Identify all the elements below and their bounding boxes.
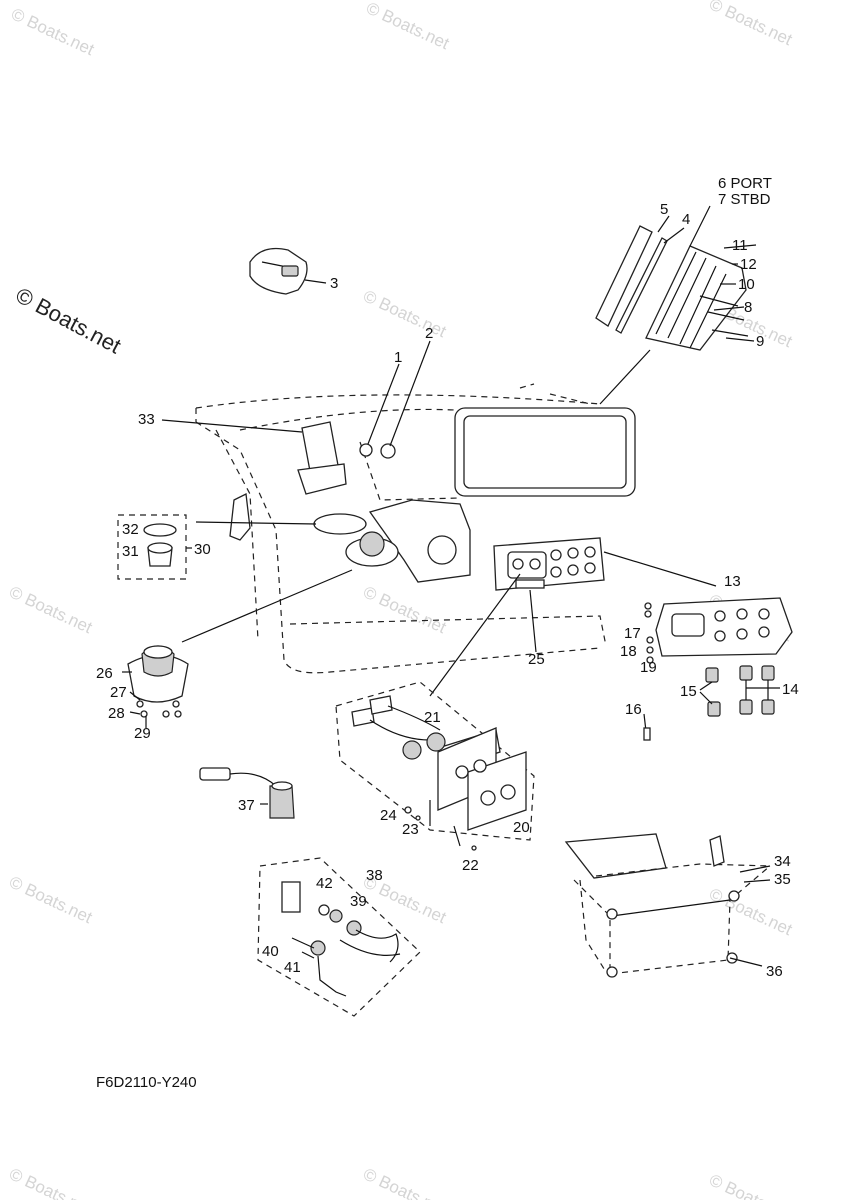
wiring-harness-detail bbox=[257, 857, 421, 1017]
callout-23: 23 bbox=[402, 821, 419, 838]
watermark-text: © Boats.net bbox=[6, 872, 95, 927]
callout-25: 25 bbox=[528, 651, 545, 668]
watermark-text: © Boats.net bbox=[8, 4, 97, 59]
callout-42: 42 bbox=[316, 875, 333, 892]
callout-31: 31 bbox=[122, 543, 139, 560]
key-fob-drawing bbox=[249, 247, 327, 295]
callout-26: 26 bbox=[96, 665, 113, 682]
callout-6-port: 6 PORT bbox=[718, 175, 772, 192]
watermark-text: © Boats.net bbox=[360, 1164, 449, 1200]
callout-12: 12 bbox=[740, 256, 757, 273]
joystick-detail bbox=[122, 645, 189, 728]
callout-13: 13 bbox=[724, 573, 741, 590]
callout-36: 36 bbox=[766, 963, 783, 980]
callout-3: 3 bbox=[330, 275, 338, 292]
callout-15: 15 bbox=[680, 683, 697, 700]
callout-17: 17 bbox=[624, 625, 641, 642]
callout-10: 10 bbox=[738, 276, 755, 293]
watermark-text: © Boats.net bbox=[706, 0, 795, 49]
watermark-text: © Boats.net bbox=[706, 884, 795, 939]
callout-5: 5 bbox=[660, 201, 668, 218]
callout-9: 9 bbox=[756, 333, 764, 350]
callout-29: 29 bbox=[134, 725, 151, 742]
callout-11: 11 bbox=[732, 237, 748, 254]
callout-41: 41 bbox=[284, 959, 301, 976]
callout-18: 18 bbox=[620, 643, 637, 660]
callout-33: 33 bbox=[138, 411, 155, 428]
callout-7-stbd: 7 STBD bbox=[718, 191, 771, 208]
usb-socket-detail bbox=[335, 681, 535, 851]
callout-30: 30 bbox=[194, 541, 211, 558]
callout-40: 40 bbox=[262, 943, 279, 960]
watermark-text: © Boats.net bbox=[6, 1164, 95, 1200]
callout-8: 8 bbox=[744, 299, 752, 316]
callout-35: 35 bbox=[774, 871, 791, 888]
watermark-text: © Boats.net bbox=[360, 582, 449, 637]
callout-19: 19 bbox=[640, 659, 657, 676]
watermark-main: © Boats.net bbox=[12, 282, 126, 358]
callout-labels: 1 2 3 4 5 6 PORT 7 STBD 8 9 10 11 12 13 … bbox=[96, 175, 799, 980]
callout-32: 32 bbox=[122, 521, 139, 538]
diagram-code: F6D2110-Y240 bbox=[96, 1074, 197, 1091]
callout-20: 20 bbox=[513, 819, 530, 836]
switch-plate-detail bbox=[643, 597, 793, 741]
callout-28: 28 bbox=[108, 705, 125, 722]
callout-21: 21 bbox=[424, 709, 441, 726]
callout-37: 37 bbox=[238, 797, 255, 814]
watermark-text: © Boats.net bbox=[360, 286, 449, 341]
callout-27: 27 bbox=[110, 684, 127, 701]
watermark-text: © Boats.net bbox=[6, 582, 95, 637]
sensor-detail bbox=[199, 767, 295, 819]
callout-34: 34 bbox=[774, 853, 791, 870]
leader-lines bbox=[161, 340, 717, 697]
cabinet-detail bbox=[564, 833, 771, 978]
watermark-layer: © Boats.net © Boats.net © Boats.net © Bo… bbox=[6, 0, 795, 1200]
callout-38: 38 bbox=[366, 867, 383, 884]
callout-22: 22 bbox=[462, 857, 479, 874]
callout-2: 2 bbox=[425, 325, 433, 342]
cupholder-detail bbox=[117, 514, 192, 580]
callout-4: 4 bbox=[682, 211, 690, 228]
watermark-text: © Boats.net bbox=[363, 0, 452, 53]
callout-16: 16 bbox=[625, 701, 642, 718]
callout-24: 24 bbox=[380, 807, 397, 824]
side-panel-drawing bbox=[595, 205, 757, 405]
callout-39: 39 bbox=[350, 893, 367, 910]
callout-14: 14 bbox=[782, 681, 799, 698]
watermark-text: © Boats.net bbox=[706, 1170, 795, 1200]
dashboard-drawing bbox=[195, 383, 636, 674]
callout-1: 1 bbox=[394, 349, 402, 366]
